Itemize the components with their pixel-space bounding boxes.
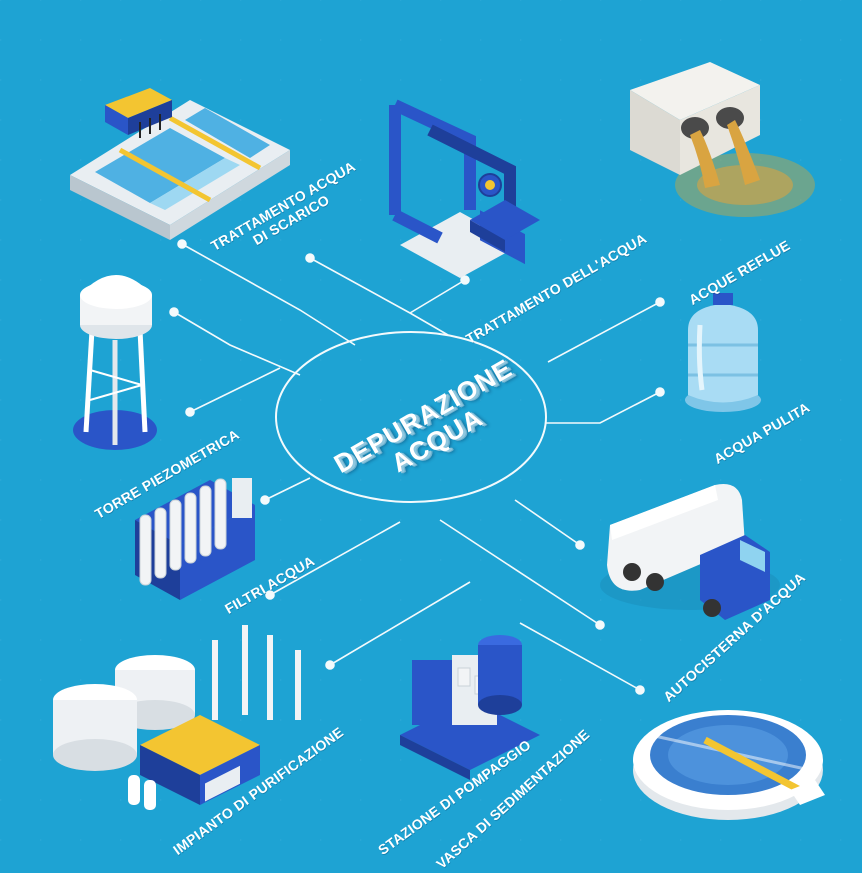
- water-filters-icon: [135, 478, 255, 600]
- water-tower-icon: [73, 275, 157, 450]
- center-circle: [275, 331, 547, 503]
- connector-wastewater: [547, 301, 661, 363]
- connector-water-treatment: [309, 257, 449, 336]
- connector-filters-2: [269, 521, 401, 596]
- connector-water-tower: [173, 311, 301, 376]
- connector-sedimentation: [519, 622, 641, 691]
- connector-purification: [329, 581, 471, 666]
- water-tanker-truck-icon: [600, 484, 780, 620]
- connector-water-tower-2: [189, 367, 281, 413]
- connector-water-treatment-2: [409, 279, 466, 314]
- connector-wastewater-treatment: [181, 243, 356, 346]
- sedimentation-tank-icon: [633, 710, 825, 820]
- connector-tanker: [514, 499, 581, 546]
- pumping-station-icon: [400, 635, 540, 780]
- connector-tanker-2: [439, 519, 601, 626]
- wastewater-treatment-icon: [70, 88, 290, 240]
- connector-lines: [169, 239, 665, 695]
- connector-filters: [264, 477, 311, 501]
- water-treatment-pipes-icon: [389, 99, 540, 278]
- sewage-outfall-icon: [630, 62, 815, 217]
- connector-clean-water: [546, 391, 661, 424]
- purification-plant-icon: [53, 625, 301, 810]
- water-bottle-icon: [685, 293, 761, 412]
